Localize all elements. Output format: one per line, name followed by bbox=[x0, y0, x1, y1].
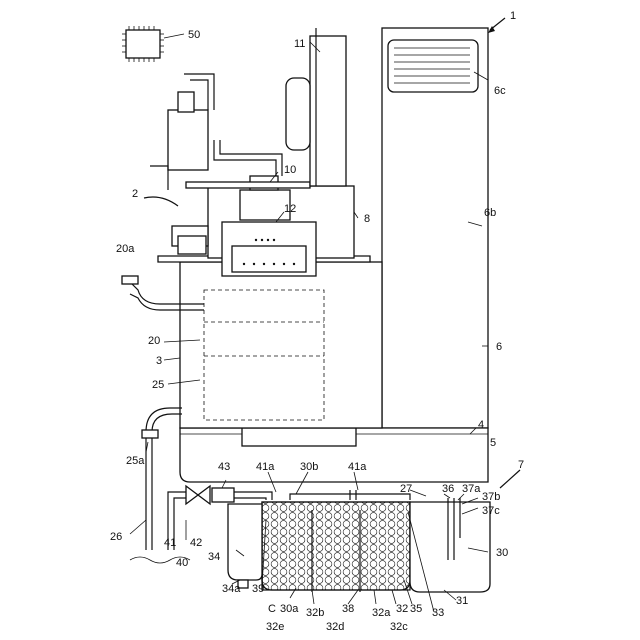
main-unit-3 bbox=[180, 262, 382, 428]
cabinet-6 bbox=[382, 28, 488, 428]
label-32b: 32b bbox=[306, 607, 324, 619]
label-2: 2 bbox=[132, 188, 138, 200]
label-36: 36 bbox=[442, 483, 454, 495]
upper-mechanism bbox=[158, 176, 370, 276]
label-40: 40 bbox=[176, 557, 188, 569]
label-25a: 25a bbox=[126, 455, 145, 467]
label-5: 5 bbox=[490, 437, 496, 449]
chip-component bbox=[122, 26, 184, 62]
label-38: 38 bbox=[342, 603, 354, 615]
filter-tank-30 bbox=[262, 502, 410, 592]
label-34: 34 bbox=[208, 551, 220, 563]
label-39: 39 bbox=[252, 583, 264, 595]
panel-11 bbox=[286, 28, 346, 186]
label-8: 8 bbox=[364, 213, 370, 225]
label-34a: 34a bbox=[222, 583, 241, 595]
label-6b: 6b bbox=[484, 207, 496, 219]
label-41a-left: 41a bbox=[256, 461, 275, 473]
label-32d: 32d bbox=[326, 621, 344, 633]
tank-34 bbox=[228, 504, 262, 580]
label-35: 35 bbox=[410, 603, 422, 615]
label-32a: 32a bbox=[372, 607, 391, 619]
label-25: 25 bbox=[152, 379, 164, 391]
reference-arrow-7 bbox=[500, 470, 520, 488]
label-3: 3 bbox=[156, 355, 162, 367]
label-32: 32 bbox=[396, 603, 408, 615]
label-30: 30 bbox=[496, 547, 508, 559]
label-41a-right: 41a bbox=[348, 461, 367, 473]
label-6: 6 bbox=[496, 341, 502, 353]
base-4-5 bbox=[180, 428, 488, 482]
tank-31 bbox=[410, 498, 490, 592]
label-11: 11 bbox=[294, 38, 305, 50]
label-20: 20 bbox=[148, 335, 160, 347]
label-37b: 37b bbox=[482, 491, 500, 503]
reference-arrow-2 bbox=[144, 197, 178, 206]
label-4: 4 bbox=[478, 419, 484, 431]
label-32e: 32e bbox=[266, 621, 284, 633]
label-33: 33 bbox=[432, 607, 444, 619]
label-37c: 37c bbox=[482, 505, 500, 517]
label-50: 50 bbox=[188, 29, 200, 41]
label-10: 10 bbox=[284, 164, 296, 176]
label-27: 27 bbox=[400, 483, 412, 495]
label-26: 26 bbox=[110, 531, 122, 543]
label-7: 7 bbox=[518, 459, 524, 471]
label-37a: 37a bbox=[462, 483, 481, 495]
label-42: 42 bbox=[190, 537, 202, 549]
label-31: 31 bbox=[456, 595, 468, 607]
label-6c: 6c bbox=[494, 85, 506, 97]
label-C: C bbox=[268, 603, 276, 615]
label-12: 12 bbox=[284, 203, 296, 215]
label-43: 43 bbox=[218, 461, 230, 473]
label-32c: 32c bbox=[390, 621, 408, 633]
pipe-cap-20a bbox=[122, 276, 138, 284]
label-1: 1 bbox=[510, 10, 516, 22]
label-41: 41 bbox=[164, 537, 176, 549]
label-30a: 30a bbox=[280, 603, 299, 615]
label-20a: 20a bbox=[116, 243, 135, 255]
upper-piping bbox=[150, 74, 282, 190]
side-pipe-26 bbox=[142, 408, 182, 550]
label-30b: 30b bbox=[300, 461, 318, 473]
